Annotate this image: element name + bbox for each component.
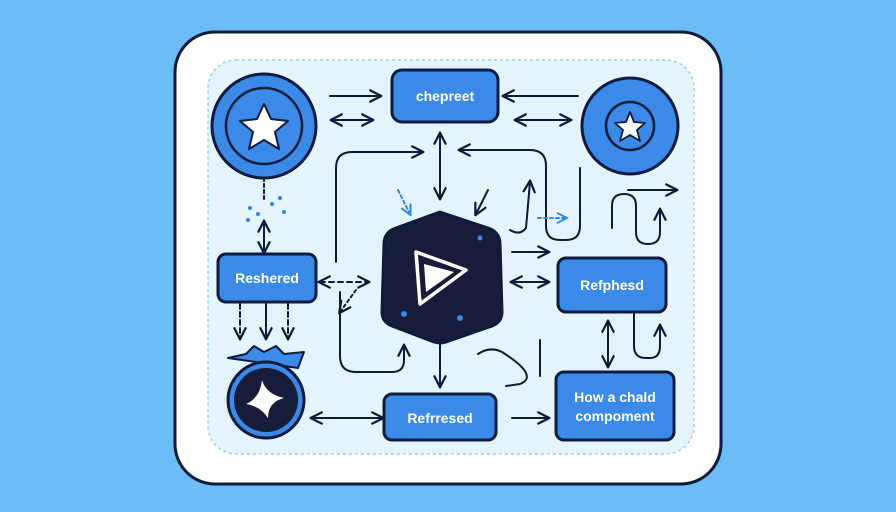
star-icon	[239, 103, 289, 150]
node-bottom-label: Refrresed	[407, 410, 472, 426]
node-component-line1: How a chald	[574, 389, 656, 405]
arrow-right-component-loop	[633, 311, 667, 359]
node-component[interactable]: How a chald compoment	[554, 370, 676, 442]
sparkle-icon	[246, 380, 284, 418]
arrow-loop-right-bottom	[477, 339, 541, 387]
star-badge-right[interactable]	[580, 76, 680, 176]
node-left[interactable]: Reshered	[216, 252, 318, 304]
node-right-label: Refphesd	[580, 277, 644, 293]
arrow-loop-right-top	[457, 143, 581, 241]
arrow-loop-left-top	[335, 145, 425, 263]
center-play-node[interactable]	[380, 210, 504, 345]
arrow-loop-left-bottom	[339, 291, 411, 373]
node-right[interactable]: Refphesd	[556, 256, 668, 314]
node-left-label: Reshered	[235, 270, 299, 286]
arrow-loop-right-inner	[509, 179, 536, 234]
node-top-label: chepreet	[416, 88, 475, 104]
node-bottom[interactable]: Refrresed	[382, 392, 498, 442]
star-badge-left[interactable]	[210, 72, 318, 180]
bottom-left-badge[interactable]	[226, 345, 306, 440]
node-top[interactable]: chepreet	[390, 68, 500, 124]
connectors	[233, 89, 679, 425]
arrow-accent-4	[338, 289, 357, 315]
star-icon	[614, 111, 646, 142]
node-component-line2: compoment	[575, 408, 655, 424]
arrow-accent-1	[397, 189, 410, 214]
play-icon	[414, 250, 468, 306]
arrow-accent-2	[474, 189, 489, 217]
arrow-right-squiggle	[611, 193, 667, 245]
sparkle-dots	[246, 196, 286, 222]
